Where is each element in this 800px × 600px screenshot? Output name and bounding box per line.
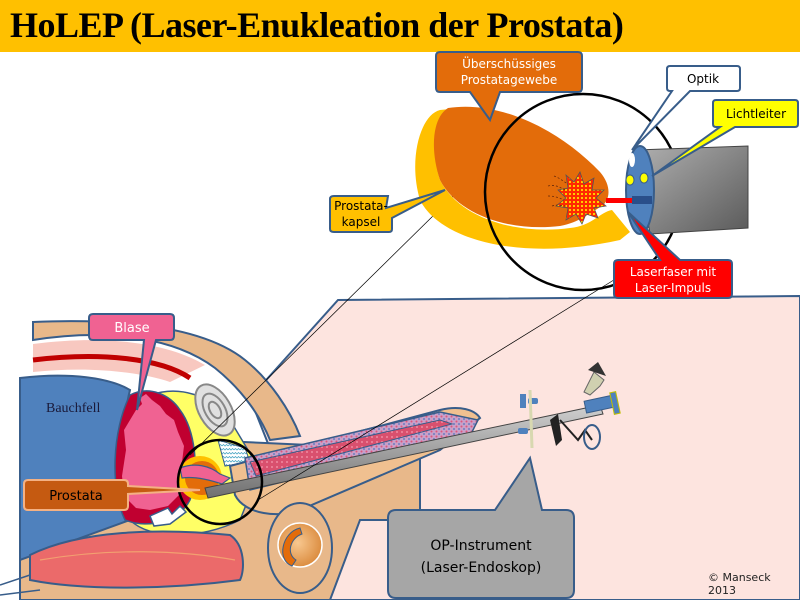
zoom-circle-small [176,438,264,526]
artery-line [32,354,192,381]
callout-blase: Blase [88,313,175,411]
tissue-debris [547,175,569,207]
callout-excess-tissue-line1: Überschüssiges [462,55,556,71]
bladder [122,394,186,510]
light-guide-2 [639,172,649,184]
optic-lens [629,153,635,167]
callout-excess-tissue: Überschüssiges Prostatagewebe [435,51,583,123]
laser-pulse [606,198,632,203]
callout-laserfaser: Laserfaser mit Laser-Impuls [613,211,733,299]
copyright-notice: © Manseck 2013 [708,571,771,597]
pink-layer [33,340,205,382]
callout-instrument-line2: (Laser-Endoskop) [421,560,542,576]
title-bar: HoLEP (Laser-Enukleation der Prostata) [0,0,800,52]
callout-instrument-line1: OP-Instrument [430,538,532,554]
callout-optik-text: Optik [687,72,719,86]
zoom-detail [415,92,749,292]
rectum [29,530,244,589]
callout-instrument: OP-Instrument (Laser-Endoskop) [387,455,575,599]
penis-corpus-spongiosum [249,419,454,477]
callout-prostata: Prostata [23,479,201,511]
light-cable-port [583,371,605,396]
callout-blase-text: Blase [114,321,149,336]
callout-capsule-line1: Prostata- [334,199,388,213]
label-bauchfell: Bauchfell [46,401,101,416]
laser-fiber-channel [632,196,652,204]
callout-prostata-text: Prostata [49,489,103,504]
working-element-grip [550,414,562,446]
endoscope-shaft [204,404,604,499]
stopcock-1 [520,394,526,408]
callout-optik: Optik [631,65,741,151]
callout-lichtleiter: Lichtleiter [651,99,799,177]
scope-tip [625,145,655,235]
finger-loop [583,424,601,450]
page-title: HoLEP (Laser-Enukleation der Prostata) [10,5,624,45]
light-guide-1 [625,174,635,186]
callout-laserfaser-line2: Laser-Impuls [635,281,711,295]
endoscope-instrument [204,362,621,499]
urethra [179,464,232,485]
callout-excess-tissue-line2: Prostatagewebe [461,73,558,87]
callout-lichtleiter-text: Lichtleiter [726,107,786,121]
seminal-vesicle [149,504,188,527]
callout-capsule-line2: kapsel [342,215,381,229]
callout-capsule: Prostata- kapsel [329,189,446,233]
laser-burst [555,171,607,225]
prostate-capsule [415,108,630,249]
pubic-bone [194,383,236,437]
callout-laserfaser-line1: Laserfaser mit [630,265,717,279]
